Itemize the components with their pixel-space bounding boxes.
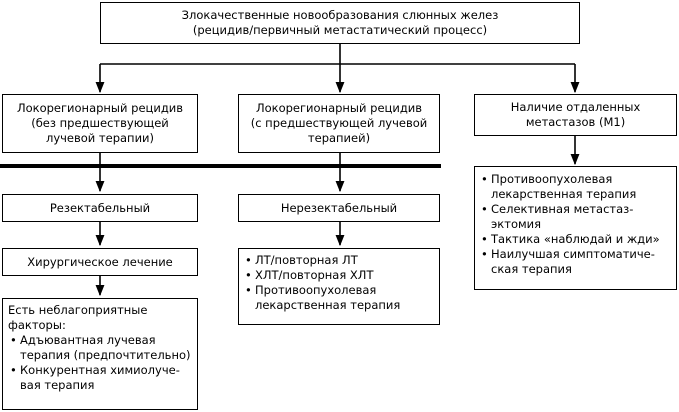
unresectable-label: Нерезектабельный — [280, 200, 398, 215]
m1-line-2: метастазов (М1) — [525, 115, 626, 129]
unresectable-option: ЛТ/повторная ЛТ — [243, 253, 435, 268]
surgery-box: Хирургическое лечение — [2, 248, 198, 276]
adverse-factors-box: Есть неблагоприятные факторы: Адъювантна… — [2, 298, 198, 410]
m1-option-2-line-2: эктомия — [491, 217, 542, 231]
thick-divider-bar — [0, 164, 441, 168]
m1-option: Противоопухолевая лекарственная терапия — [479, 172, 672, 202]
unresectable-options-box: ЛТ/повторная ЛТ ХЛТ/повторная ХЛТ Против… — [238, 248, 440, 325]
surgery-label: Хирургическое лечение — [27, 254, 173, 269]
adverse-item-1-line-2: терапия (предпочтительно) — [20, 348, 191, 362]
m1-option: Наилучшая симптоматиче- ская терапия — [479, 247, 672, 277]
with-rt-line-3: терапией) — [307, 131, 371, 145]
m1-option-2-line-1: Селективная метастаз- — [491, 202, 634, 216]
adverse-item-2-line-2: вая терапия — [20, 378, 95, 392]
with-rt-box: Локорегионарный рецидив (с предшествующе… — [238, 94, 440, 153]
m1-options-box: Противоопухолевая лекарственная терапия … — [474, 166, 677, 290]
m1-option-1-line-2: лекарственная терапия — [491, 187, 637, 201]
with-rt-line-1: Локорегионарный рецидив — [255, 101, 423, 115]
m1-box: Наличие отдаленных метастазов (М1) — [474, 94, 677, 136]
unresectable-option: Противоопухолевая лекарственная терапия — [243, 283, 435, 313]
m1-option: Тактика «наблюдай и жди» — [479, 232, 672, 247]
adverse-item-1-line-1: Адъювантная лучевая — [20, 333, 156, 347]
adverse-item: Конкурентная химиолуче- вая терапия — [8, 363, 193, 393]
resectable-label: Резектабельный — [49, 200, 151, 215]
no-rt-box: Локорегионарный рецидив (без предшествую… — [2, 94, 198, 153]
unresectable-option-3-line-2: лекарственная терапия — [255, 298, 401, 312]
unresectable-option-1-line-1: ЛТ/повторная ЛТ — [255, 253, 358, 267]
unresectable-option-2-line-1: ХЛТ/повторная ХЛТ — [255, 268, 374, 282]
m1-option-4-line-2: ская терапия — [491, 262, 572, 276]
adverse-heading-line-1: Есть неблагоприятные — [8, 303, 148, 317]
m1-option-1-line-1: Противоопухолевая — [491, 172, 613, 186]
m1-option-4-line-1: Наилучшая симптоматиче- — [491, 247, 655, 261]
no-rt-line-2: (без предшествующей — [31, 116, 169, 130]
unresectable-option-3-line-1: Противоопухолевая — [255, 283, 377, 297]
m1-line-1: Наличие отдаленных — [510, 100, 641, 114]
no-rt-line-1: Локорегионарный рецидив — [16, 101, 184, 115]
root-line-1: Злокачественные новообразования слюнных … — [181, 8, 499, 22]
resectable-box: Резектабельный — [2, 194, 198, 222]
adverse-item: Адъювантная лучевая терапия (предпочтите… — [8, 333, 193, 363]
unresectable-box: Нерезектабельный — [238, 194, 440, 222]
m1-option: Селективная метастаз- эктомия — [479, 202, 672, 232]
unresectable-option: ХЛТ/повторная ХЛТ — [243, 268, 435, 283]
m1-option-3-line-1: Тактика «наблюдай и жди» — [491, 232, 660, 246]
with-rt-line-2: (с предшествующей лучевой — [250, 116, 428, 130]
adverse-heading-line-2: факторы: — [8, 318, 66, 332]
root-line-2: (рецидив/первичный метастатический проце… — [192, 23, 488, 37]
root-box: Злокачественные новообразования слюнных … — [100, 2, 580, 44]
adverse-item-2-line-1: Конкурентная химиолуче- — [20, 363, 180, 377]
no-rt-line-3: лучевой терапии) — [45, 131, 155, 145]
